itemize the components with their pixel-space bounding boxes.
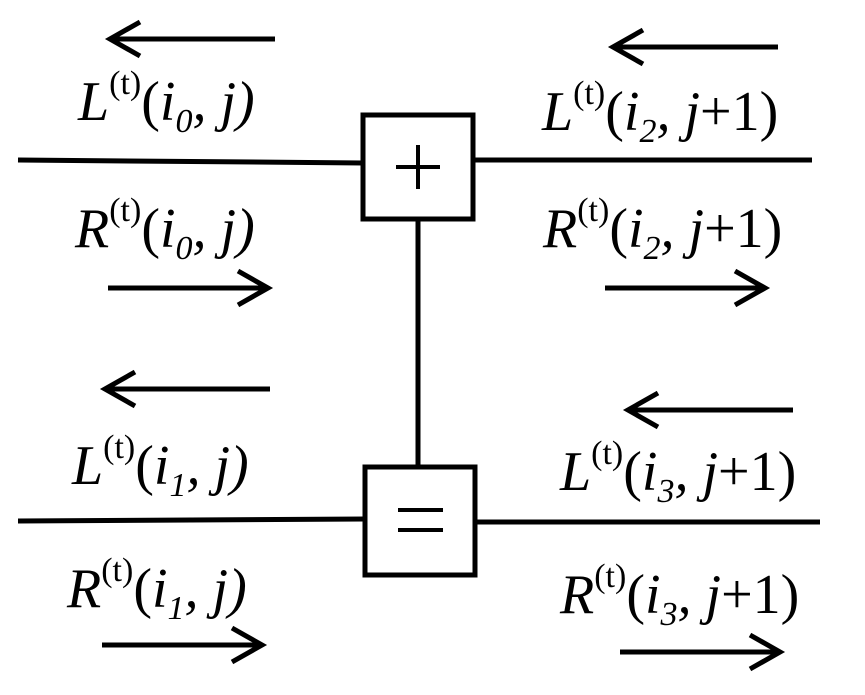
arrow-right-top-right [605, 268, 771, 308]
arrow-right-bottom-right [620, 632, 786, 672]
message-label-R-i0: R(t)(i0, j) [74, 192, 255, 267]
arrow-right-top-left [108, 268, 274, 308]
check-node-plus [360, 112, 476, 222]
message-label-R-i1: R(t)(i1, j) [66, 552, 247, 627]
arrow-left-top-left [104, 19, 275, 59]
wire-bottom-left [17, 516, 366, 524]
wire-top-left [17, 157, 364, 166]
message-label-L-i2: L(t)(i2, j+1) [541, 75, 778, 150]
arrow-left-bottom-right [622, 390, 793, 430]
plus-symbol [396, 145, 440, 189]
equals-symbol [398, 508, 443, 532]
message-label-L-i0: L(t)(i0, j) [77, 65, 255, 140]
arrow-left-top-right [607, 27, 778, 67]
message-label-L-i3: L(t)(i3, j+1) [559, 435, 796, 510]
arrow-right-bottom-left [102, 625, 268, 665]
message-label-L-i1: L(t)(i1, j) [71, 429, 249, 504]
variable-node-equals [362, 464, 478, 578]
arrow-left-bottom-left [99, 369, 270, 409]
message-label-R-i3: R(t)(i3, j+1) [559, 558, 799, 633]
message-label-R-i2: R(t)(i2, j+1) [542, 192, 782, 267]
